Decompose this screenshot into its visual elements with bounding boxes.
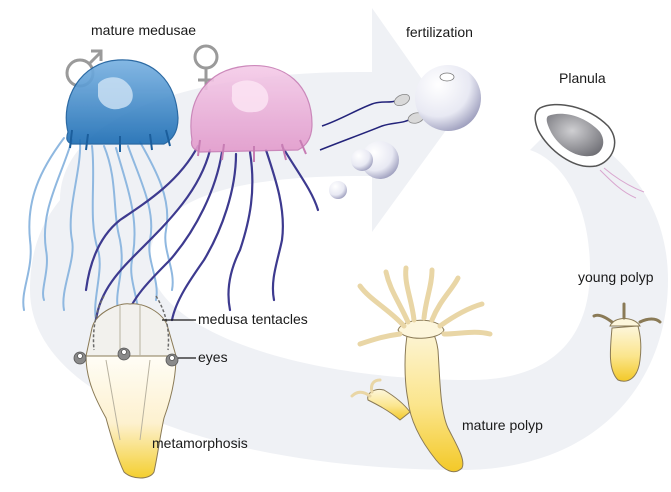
mature-polyp xyxy=(350,265,493,473)
label-mature-polyp: mature polyp xyxy=(462,417,543,433)
female-medusa xyxy=(190,64,313,162)
female-medusa-tentacles xyxy=(84,144,320,322)
label-fertilization: fertilization xyxy=(406,24,473,40)
label-planula: Planula xyxy=(559,70,606,86)
sperm-cells xyxy=(319,93,425,151)
cycle-arrow xyxy=(30,8,668,470)
metamorphosis-polyp xyxy=(73,295,179,479)
rhopalia-eyes xyxy=(73,347,179,367)
planula-larva xyxy=(534,103,645,199)
label-eyes: eyes xyxy=(198,349,228,365)
label-young-polyp: young polyp xyxy=(578,269,654,285)
label-metamorphosis: metamorphosis xyxy=(152,435,248,451)
label-medusa-tentacles: medusa tentacles xyxy=(198,311,308,327)
label-mature-medusae: mature medusae xyxy=(91,22,197,38)
label-leader-lines xyxy=(162,319,196,359)
male-medusa xyxy=(65,59,179,152)
young-polyp xyxy=(592,302,662,382)
eggs xyxy=(329,65,481,199)
